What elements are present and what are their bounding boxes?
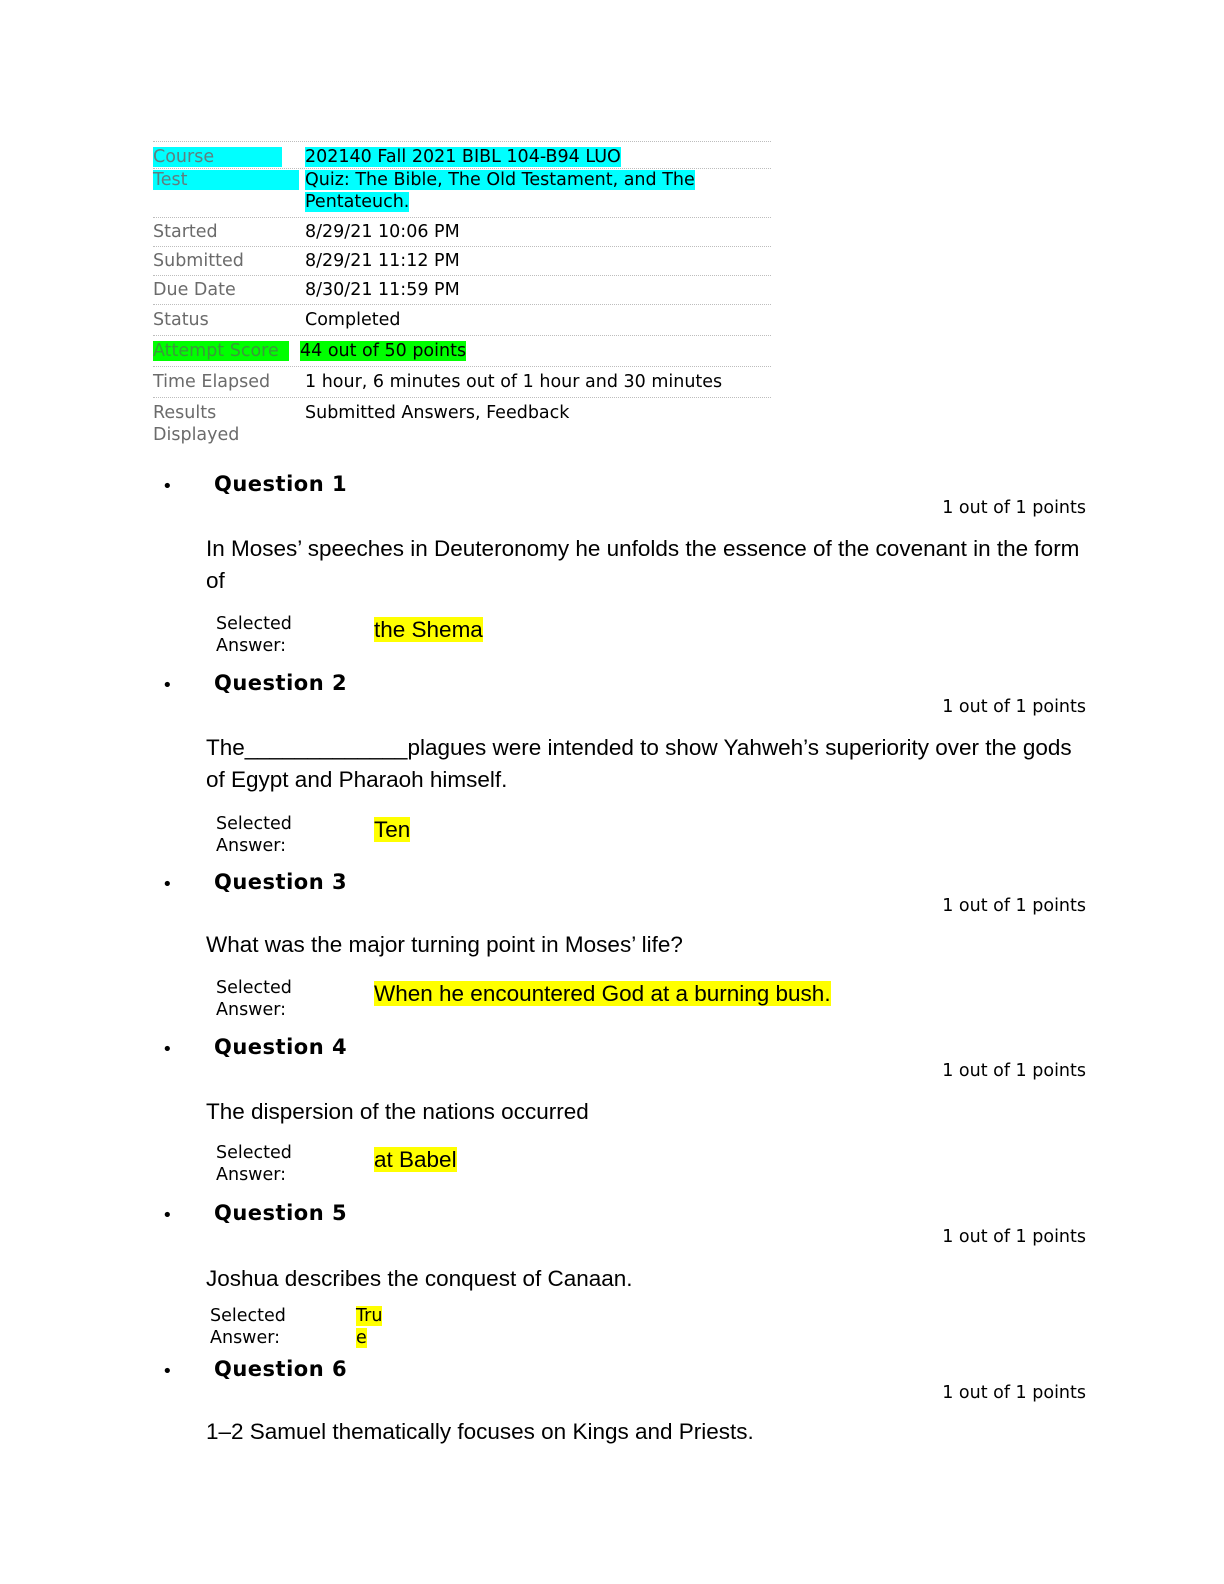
time-elapsed-value: 1 hour, 6 minutes out of 1 hour and 30 m… [305, 372, 723, 392]
started-value: 8/29/21 10:06 PM [305, 222, 460, 242]
selected-answer: at Babel [374, 1146, 457, 1174]
selected-answer-label: Selected Answer: [216, 814, 292, 856]
question-title: Question 6 [214, 1357, 348, 1381]
test-summary-table: Course 202140 Fall 2021 BIBL 104-B94 LUO… [153, 141, 771, 446]
question-text: The_____________plagues were intended to… [206, 735, 1072, 792]
summary-row-submitted: Submitted 8/29/21 11:12 PM [153, 247, 771, 276]
bullet: • [162, 874, 173, 895]
course-value: 202140 Fall 2021 BIBL 104-B94 LUO [305, 147, 621, 167]
selected-answer: When he encountered God at a burning bus… [374, 980, 831, 1008]
selected-answer: the Shema [374, 616, 483, 644]
results-displayed-label: Results Displayed [153, 403, 240, 445]
summary-row-time-elapsed: Time Elapsed 1 hour, 6 minutes out of 1 … [153, 367, 771, 398]
test-label: Test [153, 170, 300, 190]
selected-answer-text: the Shema [374, 617, 483, 642]
summary-row-status: Status Completed [153, 305, 771, 336]
selected-answer-text: at Babel [374, 1147, 457, 1172]
due-date-label: Due Date [153, 280, 236, 300]
summary-row-test: Test Quiz: The Bible, The Old Testament,… [153, 169, 771, 218]
summary-row-course: Course 202140 Fall 2021 BIBL 104-B94 LUO [153, 142, 771, 169]
time-elapsed-label: Time Elapsed [153, 372, 271, 392]
attempt-score-label: Attempt Score [153, 341, 289, 361]
bullet: • [162, 1361, 173, 1382]
question-points: 1 out of 1 points [942, 697, 1086, 717]
status-value: Completed [305, 310, 401, 330]
due-date-value: 8/30/21 11:59 PM [305, 280, 460, 300]
question-title: Question 3 [214, 870, 348, 894]
summary-row-results-displayed: Results Displayed Submitted Answers, Fee… [153, 398, 771, 446]
course-label: Course [153, 147, 283, 167]
bullet: • [162, 1039, 173, 1060]
question-text: In Moses’ speeches in Deuteronomy he unf… [206, 536, 1080, 593]
question-title: Question 4 [214, 1035, 348, 1059]
submitted-value: 8/29/21 11:12 PM [305, 251, 460, 271]
selected-answer-label: Selected Answer: [210, 1306, 286, 1348]
bullet: • [162, 476, 173, 497]
question-points: 1 out of 1 points [942, 1227, 1086, 1247]
selected-answer-text: Ten [374, 817, 411, 842]
summary-row-started: Started 8/29/21 10:06 PM [153, 218, 771, 247]
question-title: Question 1 [214, 472, 348, 496]
question-title: Question 2 [214, 671, 348, 695]
summary-row-attempt-score: Attempt Score 44 out of 50 points [153, 336, 771, 367]
attempt-score-value: 44 out of 50 points [300, 341, 467, 361]
selected-answer: Ten [374, 816, 411, 844]
test-value: Quiz: The Bible, The Old Testament, and … [305, 170, 695, 212]
selected-answer-label: Selected Answer: [216, 614, 292, 656]
summary-row-due-date: Due Date 8/30/21 11:59 PM [153, 276, 771, 305]
question-points: 1 out of 1 points [942, 1061, 1086, 1081]
question-points: 1 out of 1 points [942, 1383, 1086, 1403]
question-text: What was the major turning point in Mose… [206, 932, 683, 957]
selected-answer-text: When he encountered God at a burning bus… [374, 981, 831, 1006]
question-points: 1 out of 1 points [942, 896, 1086, 916]
question-title: Question 5 [214, 1201, 348, 1225]
selected-answer: True [356, 1305, 386, 1349]
bullet: • [162, 1205, 173, 1226]
status-label: Status [153, 310, 209, 330]
started-label: Started [153, 222, 218, 242]
question-text: The dispersion of the nations occurred [206, 1099, 589, 1124]
question-points: 1 out of 1 points [942, 498, 1086, 518]
bullet: • [162, 675, 173, 696]
selected-answer-label: Selected Answer: [216, 1143, 292, 1185]
submitted-label: Submitted [153, 251, 244, 271]
question-text: Joshua describes the conquest of Canaan. [206, 1266, 633, 1291]
question-text: 1–2 Samuel thematically focuses on Kings… [206, 1419, 754, 1444]
selected-answer-label: Selected Answer: [216, 978, 292, 1020]
results-displayed-value: Submitted Answers, Feedback [305, 403, 570, 423]
selected-answer-text: True [356, 1306, 383, 1348]
